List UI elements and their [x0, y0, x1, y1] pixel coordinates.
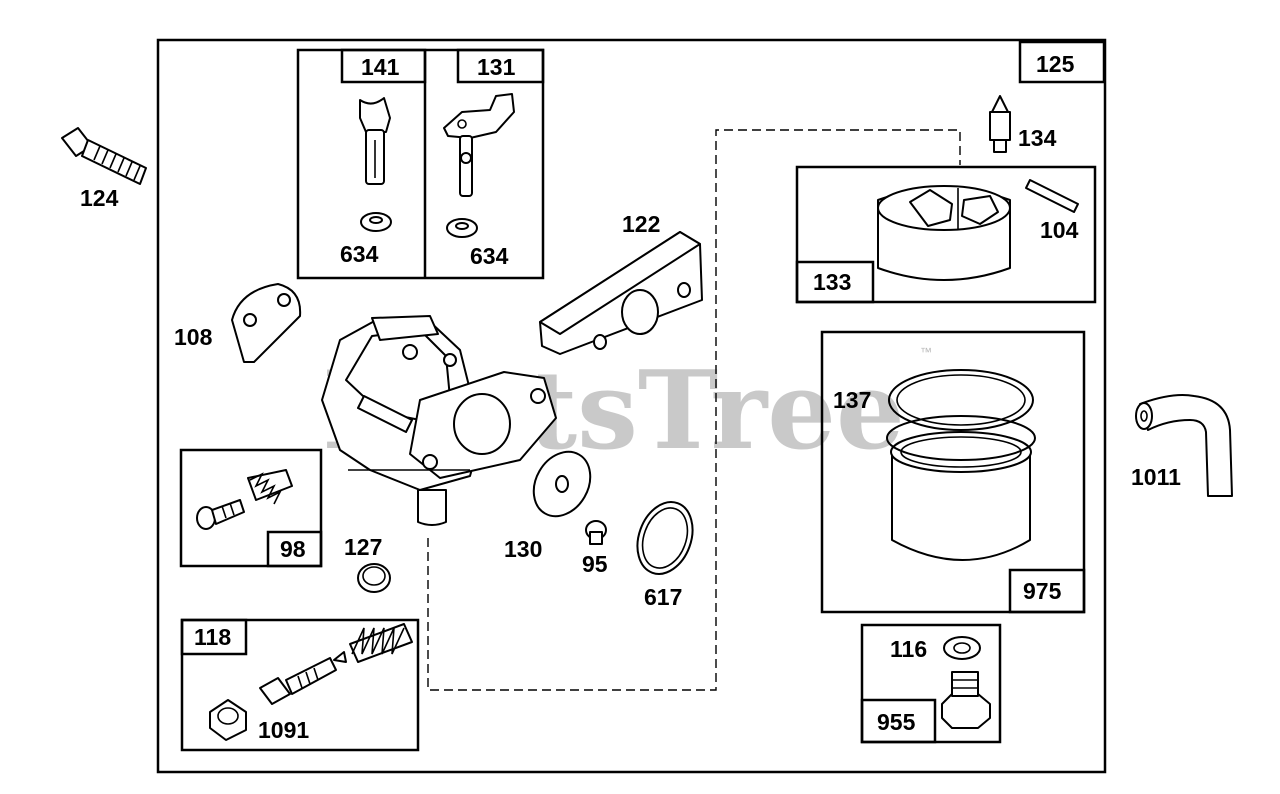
part-137-float-bowl[interactable]: [886, 369, 1036, 561]
callout-118: 118: [194, 624, 231, 650]
callout-116: 116: [890, 636, 927, 662]
callout-130: 130: [504, 536, 542, 562]
kit-box-133: [795, 165, 1097, 304]
part-141-throttle-shaft[interactable]: [359, 97, 391, 185]
callout-141: 141: [361, 54, 400, 80]
callout-1011: 1011: [1131, 464, 1181, 490]
callout-133: 133: [813, 269, 851, 295]
part-131-choke-shaft[interactable]: [443, 93, 515, 197]
callout-104: 104: [1040, 217, 1079, 243]
part-1011-fuel-hose[interactable]: [1135, 394, 1233, 497]
callout-95: 95: [582, 551, 608, 577]
diagram-frame: [156, 38, 1107, 774]
kit-box-118: [180, 618, 420, 752]
part-1091-mixture-screw[interactable]: [259, 651, 347, 705]
callout-108: 108: [174, 324, 213, 350]
callout-box-98: [266, 530, 323, 568]
callout-134: 134: [1018, 125, 1057, 151]
part-95-screw[interactable]: [585, 520, 607, 545]
assembly-dashed-path: [427, 129, 961, 691]
callout-box-133: [795, 260, 875, 304]
callout-122: 122: [622, 211, 660, 237]
callout-1091: 1091: [258, 717, 309, 743]
kit-box-141-131: [296, 48, 545, 280]
callout-box-955: [860, 698, 937, 744]
part-134-float-needle[interactable]: [989, 95, 1011, 153]
part-98-spring[interactable]: [247, 469, 293, 505]
part-104-pin[interactable]: [1025, 179, 1079, 213]
callout-box-125: [1018, 40, 1106, 84]
callout-955: 955: [877, 709, 916, 735]
callout-box-118: [180, 618, 248, 656]
callout-634-a: 634: [340, 241, 379, 267]
part-955-bowl-nut[interactable]: [941, 671, 991, 729]
callout-124: 124: [80, 185, 119, 211]
watermark-trademark: ™: [920, 345, 932, 359]
part-124-bolt[interactable]: [61, 127, 147, 185]
part-1091-limiter-cap[interactable]: [209, 699, 247, 741]
part-122-intake-spacer[interactable]: [539, 231, 703, 355]
part-130-plate[interactable]: [522, 442, 601, 527]
callout-634-b: 634: [470, 243, 509, 269]
callout-box-975: [1008, 568, 1086, 614]
part-133-float[interactable]: [877, 185, 1011, 281]
part-118-spring[interactable]: [349, 623, 413, 663]
callout-131: 131: [477, 54, 516, 80]
part-127-welch-plug[interactable]: [357, 563, 391, 593]
part-98-idle-screw[interactable]: [196, 499, 245, 530]
callout-975: 975: [1023, 578, 1062, 604]
carburetor-body[interactable]: [321, 315, 557, 526]
part-108-gasket[interactable]: [231, 283, 302, 363]
callout-125: 125: [1036, 51, 1075, 77]
part-617-o-ring[interactable]: [628, 494, 702, 581]
callout-127: 127: [344, 534, 382, 560]
kit-box-98: [179, 448, 323, 568]
kit-box-975: [820, 330, 1086, 614]
callout-137: 137: [833, 387, 871, 413]
callout-98: 98: [280, 536, 306, 562]
part-634-seal-a[interactable]: [360, 212, 392, 232]
part-116-washer[interactable]: [943, 636, 981, 660]
part-634-seal-b[interactable]: [446, 218, 478, 238]
callout-617: 617: [644, 584, 682, 610]
